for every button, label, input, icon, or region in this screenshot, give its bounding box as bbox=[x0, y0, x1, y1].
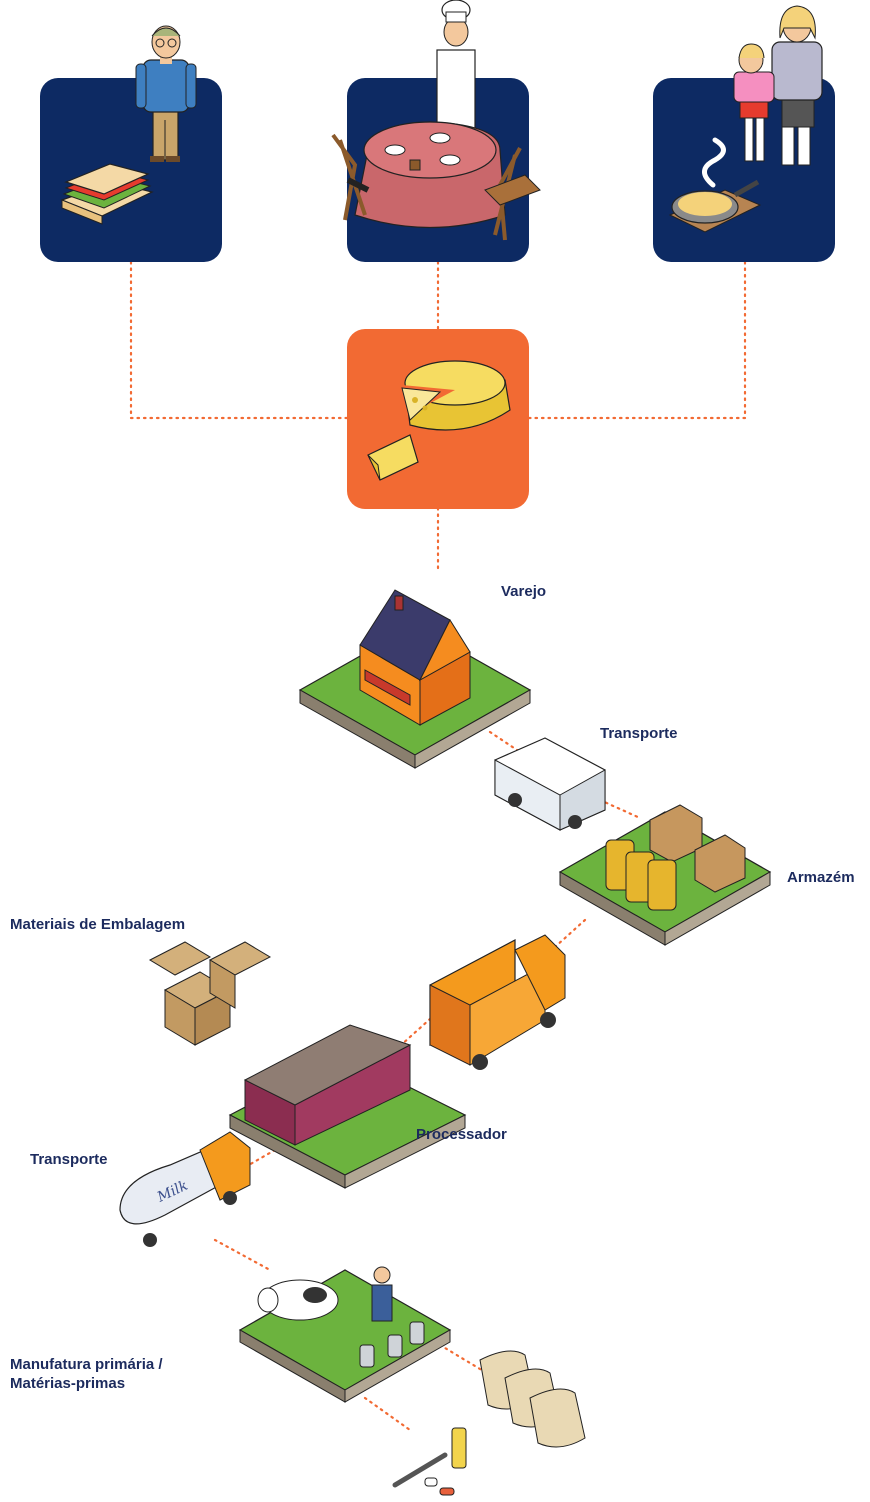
warehouse-cheese-stack-icon bbox=[558, 804, 772, 946]
connector-retail-van bbox=[488, 730, 522, 754]
delivery-truck-icon bbox=[429, 934, 566, 1070]
consumer-tile-family bbox=[653, 5, 835, 262]
man-with-sandwich-icon bbox=[60, 25, 197, 225]
label-processador: Processador bbox=[416, 1126, 507, 1143]
chef-restaurant-table-icon bbox=[331, 0, 541, 241]
label-materiais-embalagem: Materiais de Embalagem bbox=[10, 916, 186, 933]
consumer-tile-man bbox=[40, 25, 222, 262]
cheese-factory-icon bbox=[228, 1024, 467, 1189]
connector-consumer-left bbox=[129, 260, 349, 420]
connector-truck-processor bbox=[388, 1008, 442, 1057]
label-varejo: Varejo bbox=[501, 583, 547, 600]
product-tile-cheese bbox=[347, 329, 529, 509]
connector-consumer-right bbox=[526, 260, 747, 420]
connector-tanker-farm bbox=[213, 1238, 272, 1272]
label-manufatura-primaria: Manufatura primária / Matérias-primas bbox=[10, 1355, 163, 1393]
consumer-tile-chef bbox=[331, 0, 541, 262]
milk-tanker-icon: Milk bbox=[119, 1131, 251, 1247]
label-manufatura-line2: Matérias-primas bbox=[10, 1375, 126, 1392]
label-transporte-milk: Transporte bbox=[30, 1151, 108, 1168]
grocery-store-icon bbox=[298, 589, 532, 769]
dairy-farm-icon bbox=[238, 1266, 452, 1403]
feed-sacks-icon bbox=[479, 1350, 586, 1448]
cardboard-boxes-icon bbox=[148, 941, 272, 1046]
label-armazem: Armazém bbox=[787, 869, 855, 886]
vet-supplies-icon bbox=[392, 1427, 467, 1496]
grocery-van-icon bbox=[494, 737, 606, 831]
label-transporte-van: Transporte bbox=[600, 725, 678, 742]
label-manufatura-line1: Manufatura primária / bbox=[10, 1356, 163, 1373]
connector-van-warehouse bbox=[598, 798, 642, 820]
cheese-wheel-icon bbox=[367, 360, 511, 481]
connector-warehouse-truck bbox=[533, 918, 587, 967]
connector-farm-vet bbox=[363, 1396, 412, 1432]
family-frying-pan-icon bbox=[668, 5, 823, 233]
